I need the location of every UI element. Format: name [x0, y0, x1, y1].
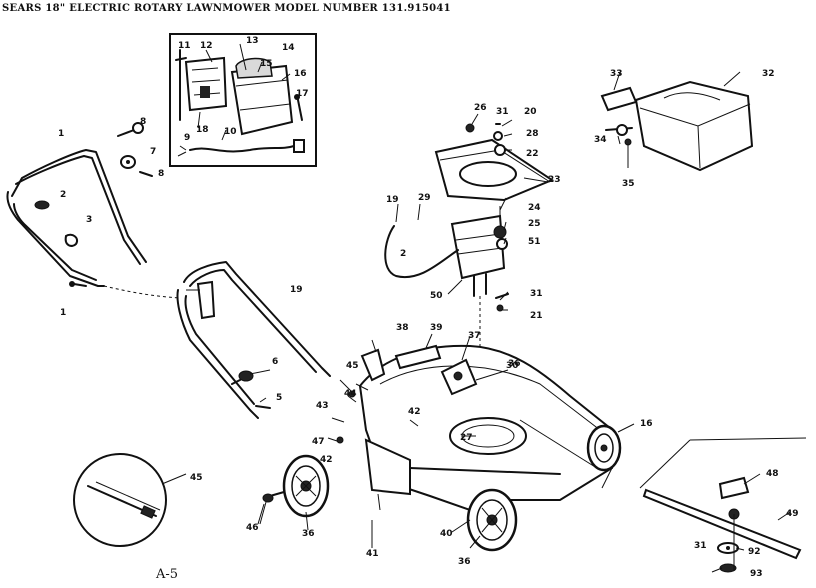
callout-label: 25 — [528, 219, 541, 229]
callout-label: 51 — [528, 237, 541, 247]
callout-label: 2 — [400, 249, 406, 259]
diagram-title: SEARS 18" ELECTRIC ROTARY LAWNMOWER MODE… — [2, 3, 451, 14]
callout-label: 49 — [786, 509, 799, 519]
callout-label: 46 — [246, 523, 259, 533]
callout-label: 14 — [282, 43, 295, 53]
callout-label: 37 — [468, 331, 481, 341]
callout-label: 24 — [528, 203, 541, 213]
callout-label: 11 — [178, 41, 191, 51]
callout-label: 17 — [296, 89, 309, 99]
callout-label: 19 — [386, 195, 399, 205]
callout-label: 20 — [524, 107, 537, 117]
callout-label: 42 — [320, 455, 333, 465]
leader-lines — [186, 71, 791, 573]
callout-label: 35 — [622, 179, 635, 189]
callout-label: 1 — [60, 308, 66, 318]
callout-label: 36 — [458, 557, 471, 567]
callout-label: 45 — [190, 473, 203, 483]
callout-label: 36 — [508, 359, 521, 369]
page-label: A-5 — [155, 567, 178, 582]
callout-label: 19 — [290, 285, 303, 295]
wheel-rear-right — [586, 424, 622, 472]
motor-inset — [169, 33, 317, 167]
callout-label: 13 — [246, 36, 259, 46]
callout-label: 3 — [86, 215, 92, 225]
callout-label: 8 — [158, 169, 164, 179]
callout-label: 93 — [750, 569, 763, 579]
callout-label: 16 — [294, 69, 307, 79]
callout-label: 30 — [506, 361, 519, 371]
callout-label: 12 — [200, 41, 213, 51]
callout-label: 36 — [302, 529, 315, 539]
callout-label: 23 — [548, 175, 561, 185]
lower-handle — [176, 261, 331, 419]
callout-label: 21 — [530, 311, 543, 321]
callout-label: 8 — [140, 117, 146, 127]
callout-label: 28 — [526, 129, 539, 139]
axle-bolt — [259, 491, 285, 525]
callout-label: 32 — [762, 69, 775, 79]
chute-cover — [600, 80, 754, 172]
callout-label: 31 — [694, 541, 707, 551]
callout-label: 40 — [440, 529, 453, 539]
callout-label: 7 — [150, 147, 156, 157]
callout-label: 48 — [766, 469, 779, 479]
fan-housing — [434, 138, 555, 202]
callout-label: 39 — [430, 323, 443, 333]
callout-label: 31 — [530, 289, 543, 299]
callout-labels: 1 2 3 1 8 7 8 19 6 5 11 12 13 14 15 16 1… — [58, 36, 799, 579]
callout-label: 22 — [526, 149, 539, 159]
blade-assembly — [639, 437, 807, 573]
callout-label: 50 — [430, 291, 443, 301]
callout-label: 26 — [474, 103, 487, 113]
callout-label: 33 — [610, 69, 623, 79]
callout-label: 2 — [60, 190, 66, 200]
callout-label: 43 — [316, 401, 329, 411]
callout-label: 47 — [312, 437, 325, 447]
callout-label: 34 — [594, 135, 607, 145]
callout-label: 16 — [640, 419, 653, 429]
callout-label: 29 — [418, 193, 431, 203]
callout-label: 18 — [196, 125, 209, 135]
callout-label: 10 — [224, 127, 237, 137]
callout-label: 27 — [460, 433, 473, 443]
callout-label: 9 — [184, 133, 190, 143]
callout-label: 31 — [496, 107, 509, 117]
callout-label: 1 — [58, 129, 64, 139]
callout-label: 44 — [344, 389, 357, 399]
motor-mount — [384, 203, 509, 440]
mower-deck — [327, 344, 614, 512]
callout-label: 5 — [276, 393, 282, 403]
detail-circle — [73, 453, 187, 547]
handle-knobs — [117, 122, 153, 177]
callout-label: 15 — [260, 59, 273, 69]
small-hardware-top — [465, 113, 513, 156]
callout-label: 92 — [748, 547, 761, 557]
callout-label: 38 — [396, 323, 409, 333]
upper-handle — [6, 149, 181, 299]
callout-label: 45 — [346, 361, 359, 371]
wheel-front-left — [282, 454, 330, 518]
wheel-rear-left — [466, 488, 518, 552]
callout-label: 41 — [366, 549, 379, 559]
callout-label: 6 — [272, 357, 278, 367]
callout-label: 42 — [408, 407, 421, 417]
